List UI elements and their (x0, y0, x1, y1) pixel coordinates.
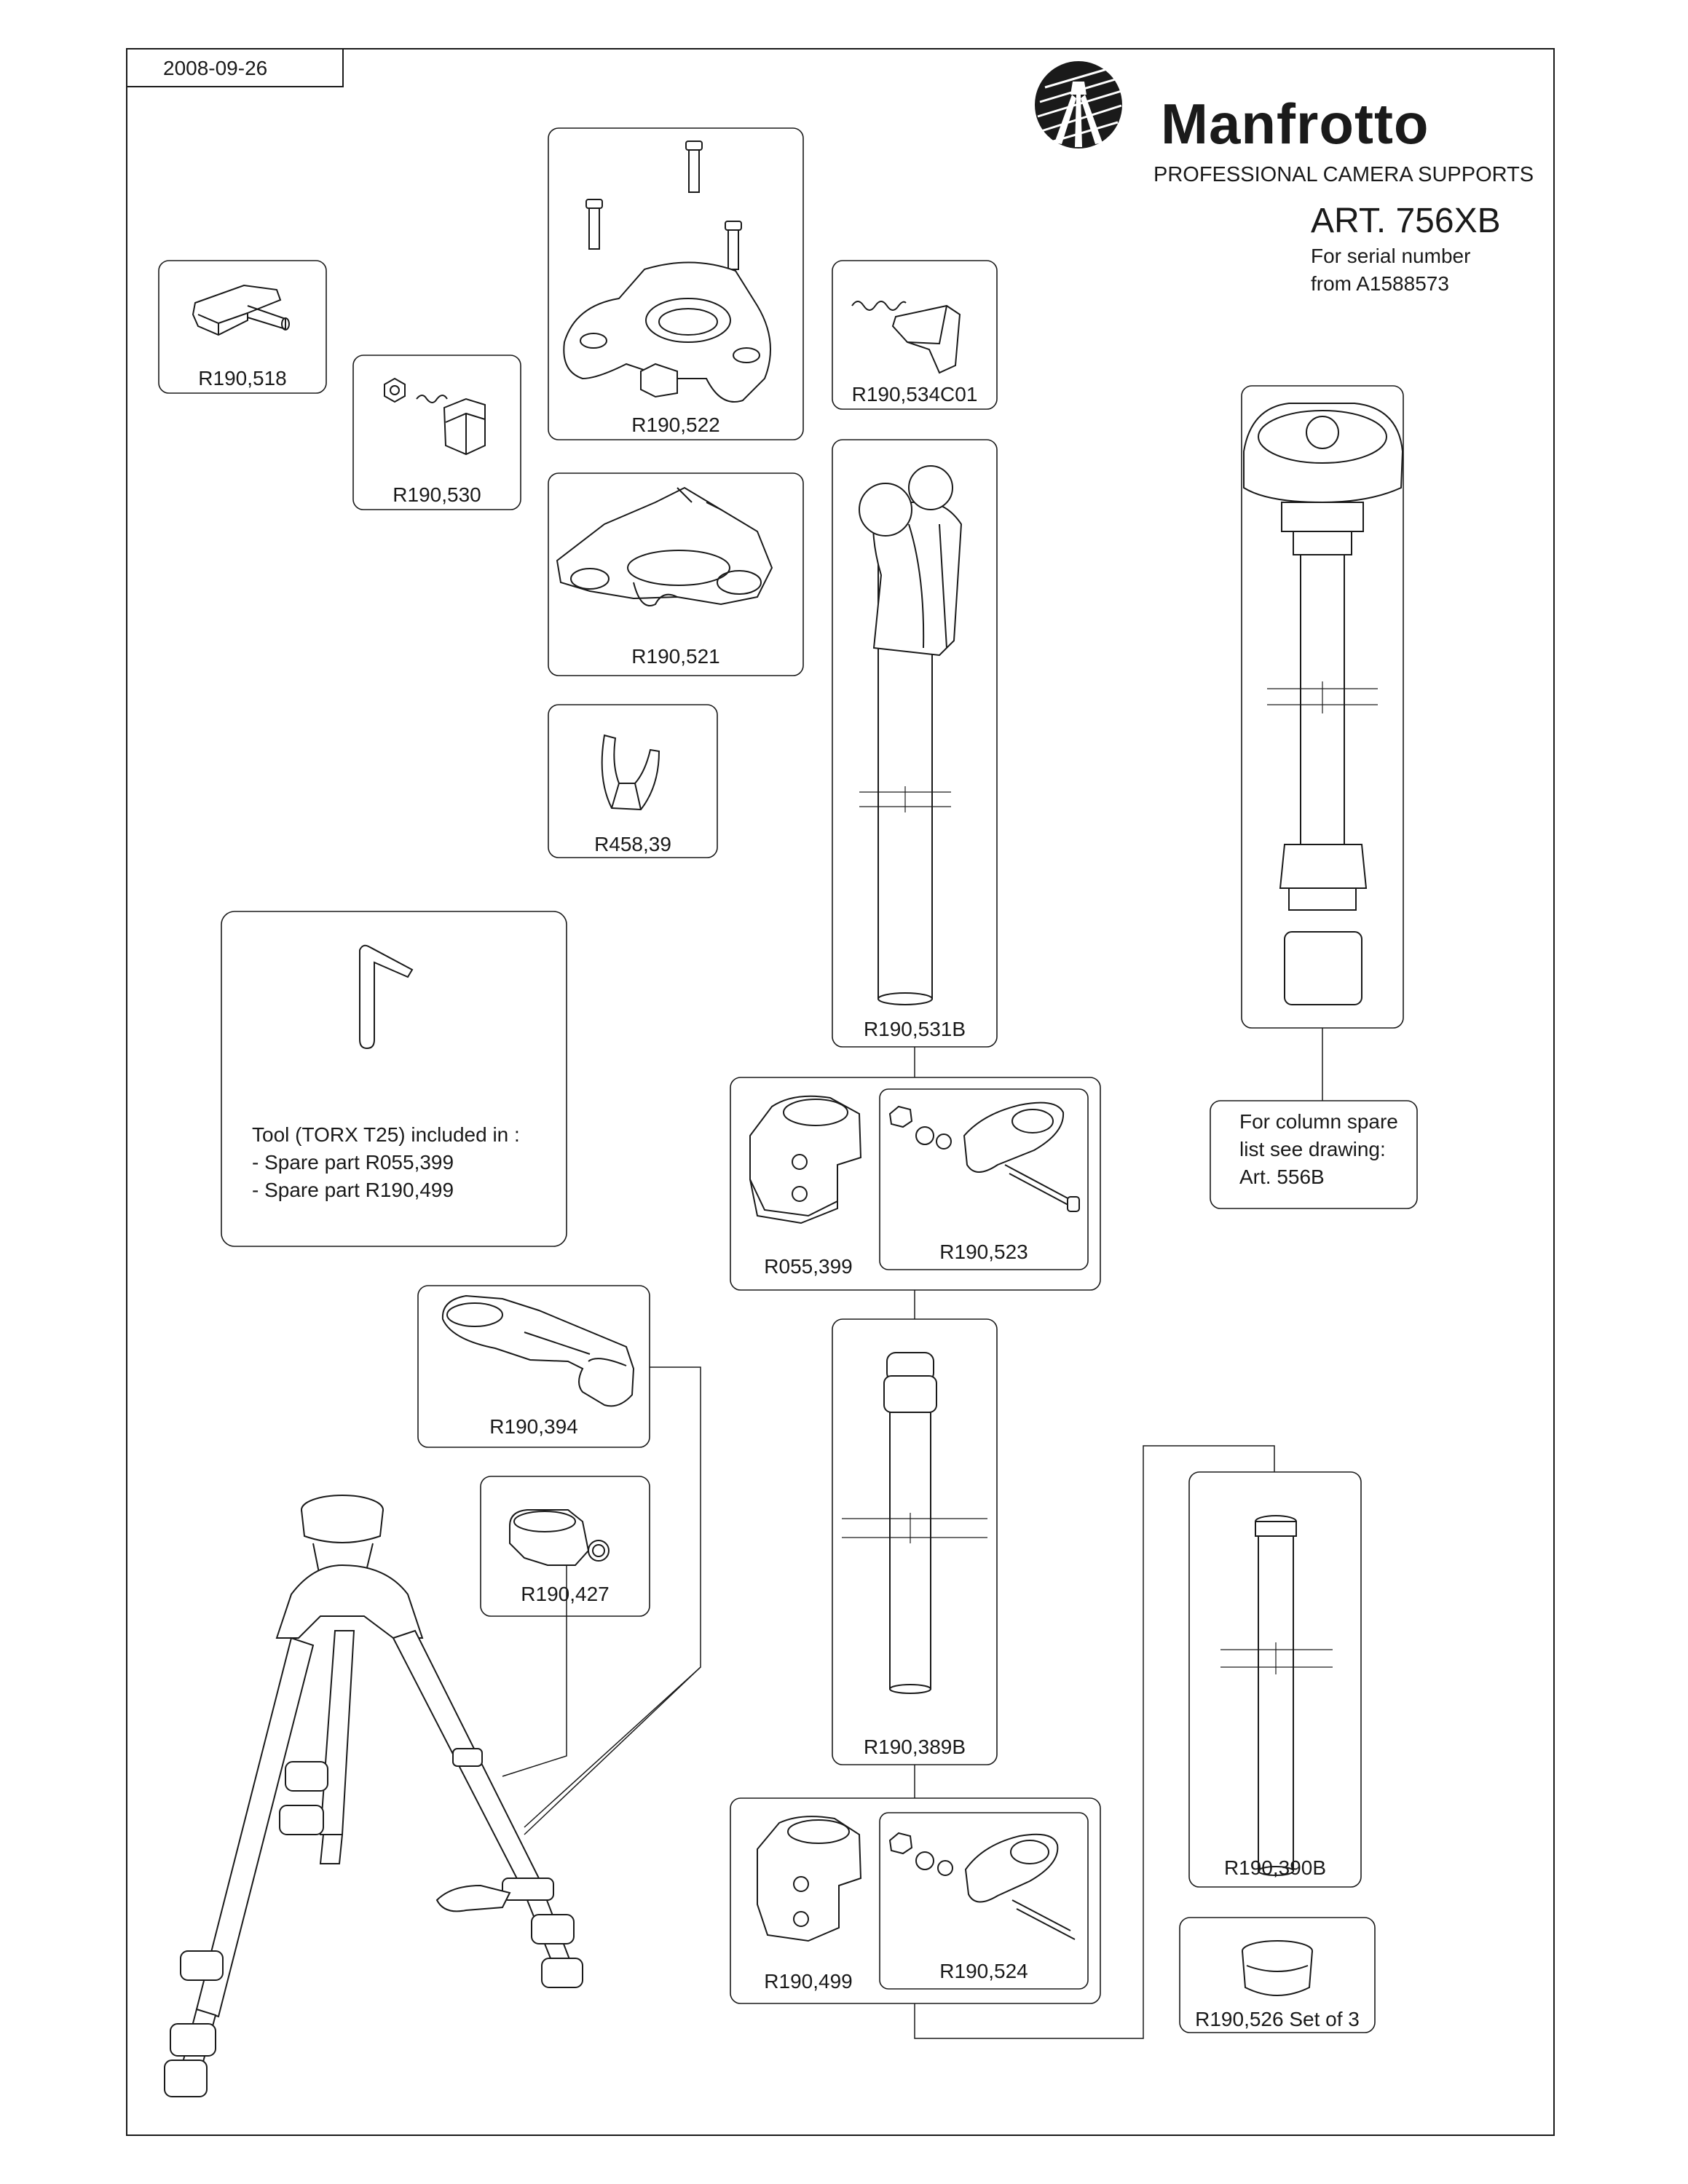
leg-section-drawing (842, 1352, 987, 1694)
part-label: R190,394 (489, 1415, 578, 1438)
connector-lines (502, 1028, 1323, 2039)
part-label: R190,499 (764, 1970, 853, 1993)
date-box (127, 49, 344, 87)
tool-note-line: - Spare part R055,399 (252, 1151, 454, 1174)
part-label: R190,531B (863, 1018, 966, 1040)
part-label: R190,390B (1223, 1856, 1327, 1879)
column-note: For column spare list see drawing: Art. … (1239, 1108, 1398, 1191)
spider-top-drawing (563, 141, 771, 403)
part-label: R190,389B (863, 1736, 966, 1758)
tripod-assembly-drawing (164, 1495, 583, 2097)
bottom-leg-drawing (1220, 1515, 1333, 1876)
part-label: R190,518 (198, 367, 287, 389)
part-label: R458,39 (594, 833, 671, 855)
nut-spring-pawl-drawing (384, 377, 486, 456)
horizontal-arm-drawing (441, 1294, 635, 1407)
column-note-line: list see drawing: (1239, 1138, 1386, 1160)
tool-note-line: Tool (TORX T25) included in : (252, 1123, 520, 1146)
column-note-line: For column spare (1239, 1110, 1398, 1133)
lever-kit-drawing (888, 1101, 1080, 1212)
latch-spring-drawing (851, 301, 961, 374)
clip-drawing (601, 734, 660, 811)
leg-clamp-2-drawing (757, 1816, 862, 1942)
wing-knob-drawing (192, 284, 290, 336)
manfrotto-logo-icon (1035, 61, 1122, 149)
center-column-drawing (1243, 403, 1404, 1005)
article-number: ART. 756XB (1311, 202, 1501, 240)
serial-line-1: For serial number (1311, 245, 1471, 267)
brand-tagline: PROFESSIONAL CAMERA SUPPORTS (1153, 163, 1534, 186)
part-label: R055,399 (764, 1255, 853, 1278)
part-label: R190,534C01 (851, 383, 978, 405)
collar-drawing (509, 1509, 610, 1566)
foot-drawing (1242, 1940, 1313, 1996)
part-label: R190,427 (521, 1583, 610, 1605)
part-label: R190,521 (631, 645, 720, 668)
lever-kit-2-drawing (888, 1832, 1076, 1940)
leg-clamp-drawing (749, 1095, 862, 1224)
torx-tool-icon (359, 944, 414, 1050)
part-label: R190,530 (393, 483, 481, 506)
tool-note: Tool (TORX T25) included in : - Spare pa… (252, 1121, 520, 1204)
spider-bottom-drawing (556, 486, 773, 606)
column-note-line: Art. 556B (1239, 1166, 1325, 1188)
page-border (126, 48, 1555, 2136)
tool-note-line: - Spare part R190,499 (252, 1179, 454, 1201)
part-label: R190,522 (631, 414, 720, 436)
serial-line-2: from A1588573 (1311, 272, 1449, 295)
drawing-date: 2008-09-26 (163, 57, 268, 79)
leg-hinge-drawing (859, 465, 963, 1005)
brand-name: Manfrotto (1161, 92, 1429, 156)
part-label: R190,524 (939, 1960, 1028, 1982)
part-label: R190,523 (939, 1241, 1028, 1263)
part-label: R190,526 Set of 3 (1195, 2008, 1360, 2030)
